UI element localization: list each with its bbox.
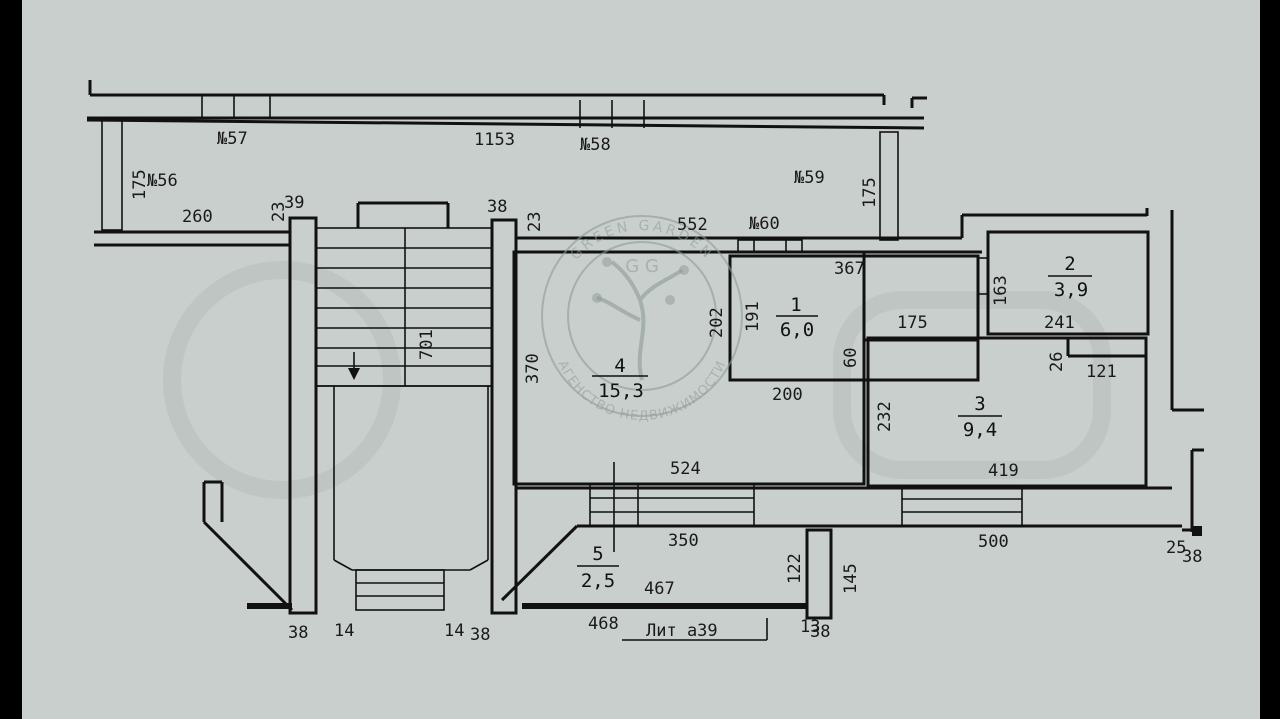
dim-label: 701 [417, 329, 437, 360]
dim-label: 468 [588, 614, 619, 634]
dim-label: 38 [810, 622, 830, 642]
dim-label: 23 [525, 212, 545, 232]
dim-label: 202 [707, 307, 727, 338]
room-1: 1 6,0 [776, 294, 818, 341]
dim-label: 175 [130, 169, 150, 200]
dim-label: 39 [284, 193, 304, 213]
unit-label-59: №59 [794, 168, 825, 188]
watermark-monogram: G G [625, 256, 659, 277]
staircase [315, 227, 1023, 641]
dim-label: 1153 [474, 130, 515, 150]
room-area: 2,5 [581, 570, 615, 592]
dim-label: 552 [677, 215, 708, 235]
unit-labels: №56 №57 №58 №59 №60 Лит а39 [147, 129, 825, 641]
windows [737, 239, 989, 295]
room-4: 4 15,3 [592, 355, 648, 402]
dim-label: 38 [288, 623, 308, 643]
dim-label: 175 [860, 177, 880, 208]
walls [86, 80, 1204, 620]
room-number: 2 [1064, 253, 1075, 275]
dim-label: 232 [875, 401, 895, 432]
room-area: 9,4 [963, 419, 997, 441]
dim-label: 14 [444, 621, 464, 641]
dim-label: 23 [269, 202, 289, 222]
dim-label: 60 [841, 348, 861, 368]
dim-label: 467 [644, 579, 675, 599]
dim-label: 419 [988, 461, 1019, 481]
room-area: 15,3 [598, 380, 644, 402]
background-watermark [163, 261, 1111, 499]
unit-label-58: №58 [580, 135, 611, 155]
room-area: 6,0 [780, 319, 814, 341]
unit-label-57: №57 [217, 129, 248, 149]
floor-plan-sheet: G G GREEN GARDEN АГЕНСТВО НЕДВИЖИМОСТИ 1… [22, 0, 1260, 719]
dim-label: 163 [991, 275, 1011, 306]
room-number: 3 [974, 393, 985, 415]
lit-label: Лит а39 [646, 621, 718, 641]
dim-label: 524 [670, 459, 701, 479]
dim-label: 13 [800, 617, 820, 637]
unit-label-60: №60 [749, 214, 780, 234]
dim-label: 241 [1044, 313, 1075, 333]
dim-label: 260 [182, 207, 213, 227]
dim-label: 38 [487, 197, 507, 217]
room-5: 5 2,5 [577, 543, 619, 592]
room-number: 5 [592, 543, 603, 565]
room-labels: 1 6,0 2 3,9 3 9,4 4 15,3 5 2,5 [577, 253, 1092, 592]
room-number: 1 [790, 294, 801, 316]
dim-label: 370 [523, 353, 543, 384]
unit-label-56: №56 [147, 171, 178, 191]
dim-label: 14 [334, 621, 354, 641]
dim-label: 122 [785, 553, 805, 584]
dim-label: 367 [834, 259, 865, 279]
floor-plan: G G GREEN GARDEN АГЕНСТВО НЕДВИЖИМОСТИ 1… [86, 80, 1204, 645]
dim-label: 121 [1086, 362, 1117, 382]
dim-label: 38 [470, 625, 490, 645]
dim-label: 26 [1047, 352, 1067, 372]
dimension-labels: 1153 260 23 39 38 23 552 175 175 367 163… [130, 130, 1202, 645]
room-2: 2 3,9 [1048, 253, 1092, 301]
dim-label: 38 [1182, 547, 1202, 567]
dim-label: 145 [841, 563, 861, 594]
dim-label: 175 [897, 313, 928, 333]
room-number: 4 [614, 355, 625, 377]
room-3: 3 9,4 [958, 393, 1002, 441]
dim-label: 191 [743, 301, 763, 332]
dim-label: 500 [978, 532, 1009, 552]
room-area: 3,9 [1054, 279, 1088, 301]
dim-label: 25 [1166, 538, 1186, 558]
dim-label: 350 [668, 531, 699, 551]
dim-label: 200 [772, 385, 803, 405]
